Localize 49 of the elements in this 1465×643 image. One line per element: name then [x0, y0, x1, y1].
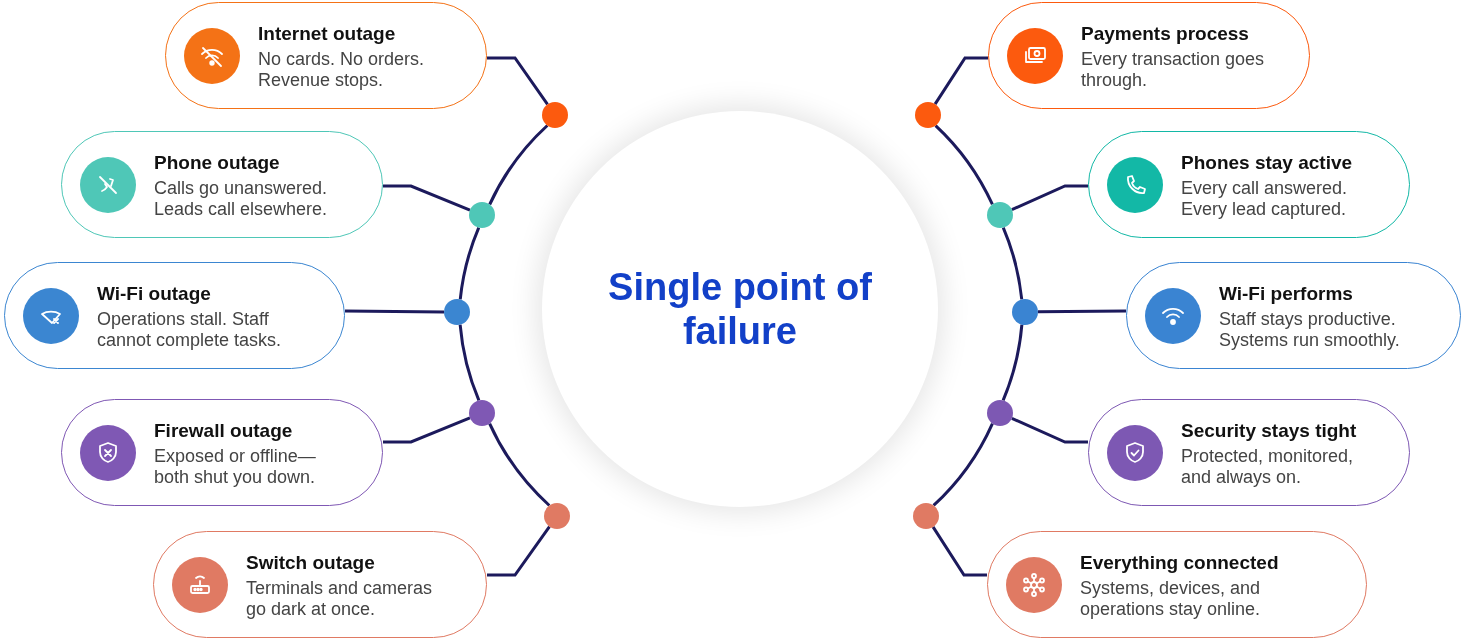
connector-line	[458, 324, 481, 401]
card-text: Protected, monitored, and always on.	[1181, 446, 1355, 488]
connector-dot	[542, 102, 568, 128]
connector-dot	[915, 102, 941, 128]
connector-line	[488, 124, 549, 206]
connector-dot	[544, 503, 570, 529]
connector-line	[487, 56, 549, 106]
card-text: Every transaction goes through.	[1081, 49, 1266, 91]
card-text: Exposed or offline—both shut you down.	[154, 446, 317, 488]
card-text: Every call answered. Every lead captured.	[1181, 178, 1349, 220]
card-title: Firewall outage	[154, 420, 294, 442]
connector-line	[1011, 184, 1088, 212]
connector-line	[934, 124, 994, 206]
card-title: Wi-Fi performs	[1219, 283, 1354, 305]
connector-line	[488, 422, 551, 507]
connector-line	[487, 525, 551, 577]
connector-line	[458, 227, 481, 300]
connector-line	[383, 416, 471, 444]
connector-line	[1001, 227, 1024, 300]
card-title: Security stays tight	[1181, 420, 1358, 442]
card-title: Wi-Fi outage	[97, 283, 212, 305]
card-title: Phones stay active	[1181, 152, 1354, 174]
connector-dot	[469, 400, 495, 426]
connector-dot	[913, 503, 939, 529]
connector-dot	[1012, 299, 1038, 325]
connector-dot	[469, 202, 495, 228]
card-text: No cards. No orders. Revenue stops.	[258, 49, 426, 91]
card-text: Staff stays productive. Systems run smoothly.	[1219, 309, 1401, 351]
card-title: Switch outage	[246, 552, 376, 574]
center-title: Single point of failure	[607, 265, 873, 353]
connector-line	[345, 309, 444, 314]
card-title: Phone outage	[154, 152, 281, 174]
connector-line	[932, 422, 994, 507]
connector-line	[1001, 324, 1024, 401]
card-text: Calls go unanswered. Leads call elsewhere.	[154, 178, 329, 220]
card-text: Systems, devices, and operations stay online.	[1080, 578, 1262, 620]
connector-line	[1038, 309, 1126, 314]
card-title: Internet outage	[258, 23, 397, 45]
connector-line	[931, 526, 987, 577]
connector-line	[933, 56, 988, 105]
connector-line	[383, 184, 471, 212]
connector-line	[1011, 416, 1088, 444]
card-title: Payments process	[1081, 23, 1250, 45]
connector-dot	[987, 202, 1013, 228]
connector-dot	[444, 299, 470, 325]
connector-dot	[987, 400, 1013, 426]
card-text: Operations stall. Staff cannot complete tasks.	[97, 309, 283, 351]
card-text: Terminals and cameras go dark at once.	[246, 578, 434, 620]
card-title: Everything connected	[1080, 552, 1280, 574]
